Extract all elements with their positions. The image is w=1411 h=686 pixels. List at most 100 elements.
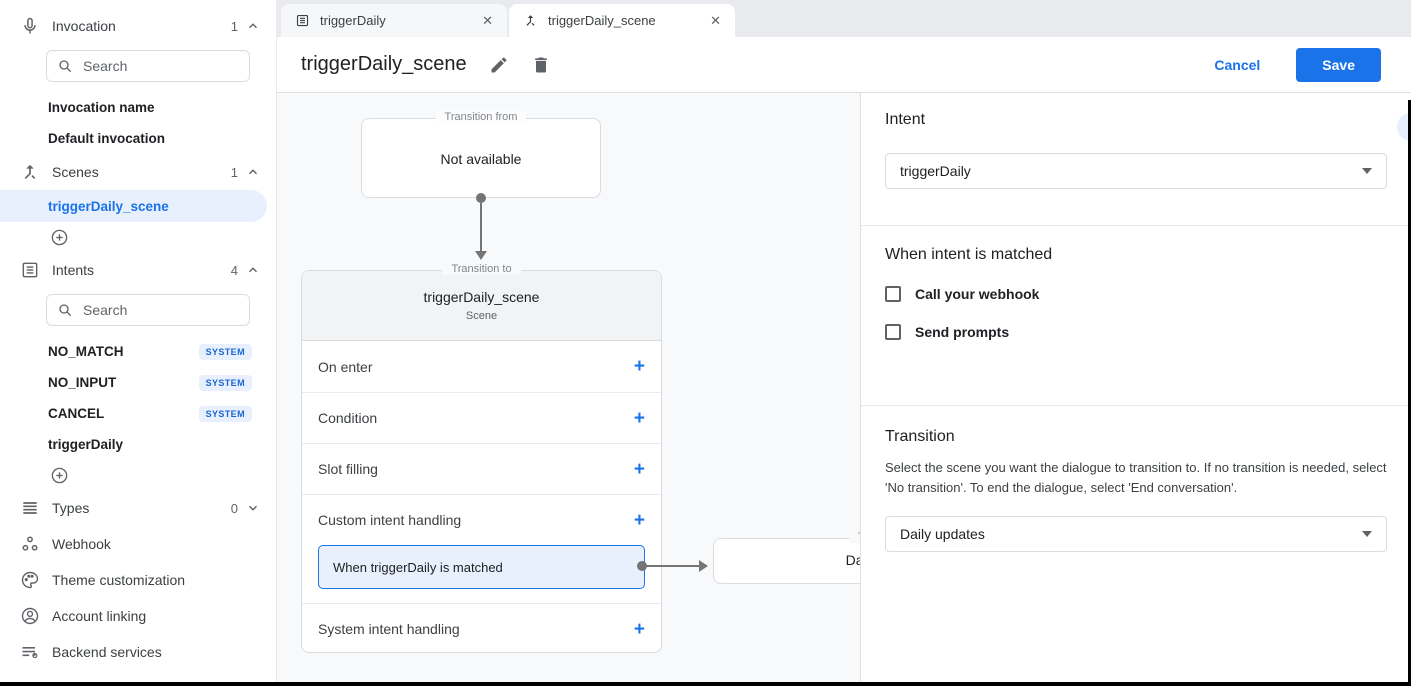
add-slot-filling-button[interactable]: +	[633, 458, 645, 480]
sidebar-item-account-linking[interactable]: Account linking	[0, 598, 276, 634]
cancel-button[interactable]: Cancel	[1214, 56, 1261, 73]
system-badge: SYSTEM	[198, 374, 252, 391]
tab-label: triggerDaily_scene	[548, 13, 656, 28]
intent-handler-chip-selected[interactable]: When triggerDaily is matched	[318, 545, 645, 589]
sidebar-item-webhook[interactable]: Webhook	[0, 526, 276, 562]
page-header: triggerDaily_scene Cancel Save	[277, 37, 1411, 93]
row-condition[interactable]: Condition +	[302, 392, 661, 443]
close-icon[interactable]: ✕	[710, 12, 721, 28]
tab-triggerdaily[interactable]: triggerDaily ✕	[281, 4, 507, 37]
call-webhook-option[interactable]: Call your webhook	[885, 286, 1387, 302]
section-label: Scenes	[52, 164, 99, 180]
dropdown-caret-icon	[1362, 168, 1372, 174]
scene-flow-canvas[interactable]: Transition from Not available Transition…	[277, 93, 860, 682]
search-input[interactable]	[83, 58, 239, 74]
tab-bar: triggerDaily ✕ triggerDaily_scene ✕	[277, 0, 1411, 37]
sidebar-item-cancel-intent[interactable]: CANCEL SYSTEM	[0, 398, 276, 429]
delete-trash-icon[interactable]	[531, 55, 551, 75]
search-input[interactable]	[83, 302, 239, 318]
row-label: Custom intent handling	[318, 512, 462, 528]
transition-to-legend: Transition to	[714, 531, 860, 543]
close-icon[interactable]: ✕	[482, 12, 493, 28]
row-slot-filling[interactable]: Slot filling +	[302, 443, 661, 494]
sidebar-item-invocation-name[interactable]: Invocation name	[48, 100, 155, 115]
intent-name: triggerDaily	[48, 437, 124, 452]
add-condition-button[interactable]: +	[633, 407, 645, 429]
frame-edge-right	[1408, 100, 1411, 686]
system-badge: SYSTEM	[198, 343, 252, 360]
transition-description: Select the scene you want the dialogue t…	[885, 460, 1387, 496]
checkbox-unchecked[interactable]	[885, 324, 901, 340]
add-custom-intent-button[interactable]: +	[633, 509, 645, 531]
add-on-enter-button[interactable]: +	[633, 356, 645, 377]
add-circle-icon	[51, 229, 68, 245]
intent-dropdown[interactable]: triggerDaily	[885, 153, 1387, 189]
content-area: Transition from Not available Transition…	[277, 93, 1411, 682]
add-scene-button[interactable]	[0, 222, 276, 252]
add-system-intent-button[interactable]: +	[633, 618, 645, 640]
invocation-search[interactable]	[46, 50, 250, 82]
sidebar-item-default-invocation[interactable]: Default invocation	[48, 131, 166, 146]
checkbox-label: Send prompts	[915, 324, 1010, 340]
page-title: triggerDaily_scene	[301, 53, 467, 75]
chevron-up-icon[interactable]	[246, 19, 260, 33]
link-label: Backend services	[52, 644, 162, 660]
row-label: Slot filling	[318, 461, 378, 477]
frame-edge-bottom	[0, 682, 1411, 686]
link-label: Account linking	[52, 608, 147, 624]
sidebar-section-types[interactable]: Types 0	[0, 490, 276, 526]
sidebar-item-triggerdaily-scene[interactable]: triggerDaily_scene	[0, 190, 267, 222]
sidebar-item-theme-customization[interactable]: Theme customization	[0, 562, 276, 598]
intent-name: CANCEL	[48, 406, 105, 421]
search-icon	[59, 304, 72, 317]
intent-name: NO_INPUT	[48, 375, 117, 390]
sidebar-section-intents[interactable]: Intents 4	[0, 252, 276, 288]
save-button[interactable]: Save	[1296, 47, 1381, 82]
chevron-up-icon[interactable]	[246, 263, 260, 277]
sidebar-item-no-match[interactable]: NO_MATCH SYSTEM	[0, 336, 276, 367]
section-label: Types	[52, 500, 90, 516]
intent-name: NO_MATCH	[48, 344, 124, 359]
transition-dropdown[interactable]: Daily updates	[885, 516, 1387, 553]
row-custom-intent-handling[interactable]: Custom intent handling +	[302, 494, 661, 545]
webhook-icon	[22, 536, 38, 551]
transition-from-legend: Transition from	[362, 111, 600, 123]
sidebar-item-no-input[interactable]: NO_INPUT SYSTEM	[0, 367, 276, 398]
connector-line	[480, 201, 482, 253]
tab-label: triggerDaily	[320, 13, 386, 28]
row-on-enter[interactable]: On enter +	[302, 341, 661, 392]
properties-panel: Intent › triggerDaily When intent is mat…	[860, 93, 1411, 682]
scene-tab-icon	[526, 15, 535, 26]
transition-heading: Transition	[885, 428, 955, 445]
when-matched-heading: When intent is matched	[885, 246, 1053, 263]
tab-triggerdaily-scene[interactable]: triggerDaily_scene ✕	[509, 4, 735, 37]
sidebar-section-invocation[interactable]: Invocation 1	[0, 8, 276, 44]
checkbox-unchecked[interactable]	[885, 286, 901, 302]
intent-dropdown-value: triggerDaily	[900, 163, 971, 179]
transition-section: Transition Select the scene you want the…	[861, 405, 1411, 553]
transition-from-box: Transition from Not available	[361, 111, 601, 198]
send-prompts-option[interactable]: Send prompts	[885, 324, 1387, 340]
link-label: Webhook	[52, 536, 111, 552]
edit-pencil-icon[interactable]	[489, 55, 509, 75]
when-matched-section: When intent is matched Call your webhook…	[861, 225, 1411, 405]
backend-services-icon	[22, 647, 38, 659]
scene-icon	[24, 164, 36, 180]
connector-dot	[637, 561, 647, 571]
connector-line	[646, 565, 701, 567]
system-badge: SYSTEM	[198, 405, 252, 422]
intents-search[interactable]	[46, 294, 250, 326]
intent-section: Intent › triggerDaily	[861, 93, 1411, 225]
connector-dot	[476, 193, 486, 203]
chevron-down-icon[interactable]	[246, 501, 260, 515]
scene-card-header[interactable]: triggerDaily_scene Scene	[302, 271, 661, 341]
add-intent-button[interactable]	[0, 460, 276, 490]
section-count: 4	[230, 262, 238, 278]
scene-card-subtitle: Scene	[465, 310, 498, 322]
sidebar-section-scenes[interactable]: Scenes 1	[0, 154, 276, 190]
chevron-up-icon[interactable]	[246, 165, 260, 179]
intent-list-icon	[22, 262, 38, 278]
sidebar-item-triggerdaily-intent[interactable]: triggerDaily	[0, 429, 276, 460]
sidebar-item-backend-services[interactable]: Backend services	[0, 634, 276, 670]
row-system-intent-handling[interactable]: System intent handling +	[302, 603, 661, 654]
